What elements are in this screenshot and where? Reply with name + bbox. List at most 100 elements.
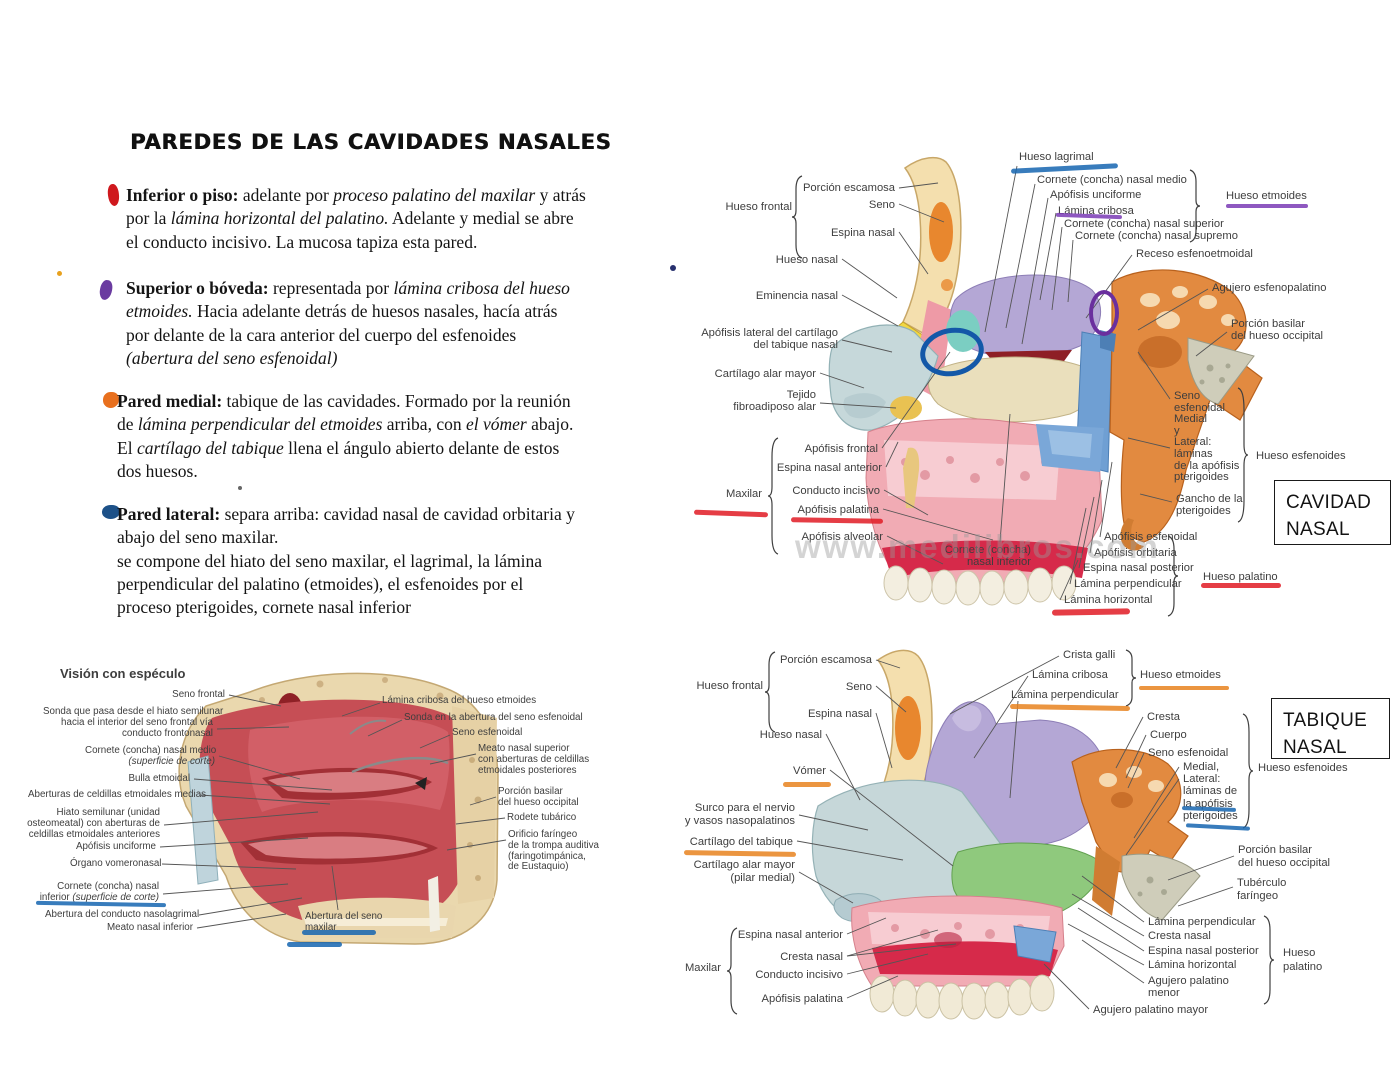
marker-underline (302, 930, 376, 935)
cavidad-nasal-label: Receso esfenoetmoidal (1136, 248, 1253, 260)
tabique-nasal-label: Cresta nasal (780, 951, 843, 963)
vision-especulo-label: Sonda que pasa desde el hiato semilunar … (43, 706, 224, 739)
cavidad-nasal-box: CAVIDAD NASAL (1274, 480, 1391, 545)
cavidad-nasal-label: Conducto incisivo (792, 485, 880, 497)
marker-underline (683, 850, 797, 857)
cavidad-nasal-label: Cornete (concha) nasal superior (1064, 218, 1224, 230)
vision-especulo-label: Apófisis unciforme (75, 841, 156, 852)
vision-especulo-label: Seno frontal (172, 689, 225, 700)
cavidad-nasal-label: Cornete (concha) nasal inferior (944, 544, 1031, 569)
tabique-nasal-label: Porción basilar del hueso occipital (1238, 844, 1331, 869)
cavidad-nasal-label: Apófisis palatina (797, 504, 879, 516)
tabique-nasal-label: Cartílago alar mayor (pilar medial) (693, 859, 795, 884)
cavidad-nasal-label: Espina nasal anterior (776, 462, 882, 474)
vision-especulo-label: Porción basilar del hueso occipital (498, 786, 579, 808)
stray-dot (238, 486, 242, 490)
vision-especulo-label: Meato nasal superior con aberturas de ce… (478, 743, 590, 776)
note-bullet: Pared lateral: separa arriba: cavidad na… (117, 504, 575, 618)
tabique-nasal-label: Lámina cribosa (1032, 669, 1108, 681)
tabique-nasal-label: Apófisis palatina (761, 993, 843, 1005)
marker-underline (35, 900, 167, 908)
cavidad-nasal-label: Gancho de la pterigoides (1176, 493, 1243, 518)
marker-underline (783, 782, 831, 787)
cavidad-nasal-label: Apófisis alveolar (801, 531, 883, 543)
watermark: www.medilibros.com (795, 528, 1160, 565)
vision-especulo-label: Lámina cribosa del hueso etmoides (382, 695, 537, 706)
cavidad-nasal-label: Cornete (concha) nasal medio (1037, 174, 1187, 186)
tabique-nasal-box: TABIQUE NASAL (1271, 698, 1390, 759)
label-braces (726, 169, 1275, 1015)
vision-especulo-label: Hiato semilunar (unidad osteomeatal) con… (27, 807, 160, 840)
vision-especulo-label: Orificio faríngeo de la trompa auditiva … (508, 829, 599, 873)
cavidad-nasal-label: Hueso esfenoides (1256, 450, 1346, 462)
tabique-nasal-label: Tubérculo faríngeo (1237, 877, 1287, 902)
cavidad-nasal-label: Hueso frontal (725, 201, 792, 213)
tabique-nasal-label: Seno (845, 681, 872, 693)
marker-underline (790, 517, 884, 524)
marker-circle (1089, 290, 1119, 336)
marker-underline (693, 509, 769, 518)
cavidad-nasal-label: Seno esfenoidal Medial y Lateral: lámina… (1174, 390, 1240, 484)
marker-underline (1226, 204, 1308, 208)
page-title: PAREDES DE LAS CAVIDADES NASALES (130, 130, 612, 154)
cavidad-nasal-label: Espina nasal posterior (1083, 562, 1194, 574)
tabique-nasal-label: Cresta nasal (1148, 930, 1211, 942)
cavidad-nasal-label: Apófisis unciforme (1050, 189, 1142, 201)
tabique-nasal-label: Maxilar (684, 962, 721, 974)
cavidad-nasal-label: Tejido fibroadiposo alar (733, 389, 816, 414)
cavidad-nasal-label: Lámina perpendicular (1074, 578, 1182, 590)
vision-especulo-label: Aberturas de celdillas etmoidales medias (28, 789, 207, 800)
cavidad-nasal-label: Espina nasal (830, 227, 895, 239)
stray-dot (57, 271, 62, 276)
cavidad-nasal-label: Hueso palatino (1203, 571, 1278, 583)
cavidad-nasal-label: Apófisis frontal (804, 443, 878, 455)
cavidad-nasal-label: Agujero esfenopalatino (1212, 282, 1327, 294)
vision-especulo-label: Bulla etmoidal (128, 773, 190, 784)
tabique-nasal-label: Espina nasal anterior (737, 929, 843, 941)
note-bullet: Superior o bóveda: representada por lámi… (126, 278, 570, 368)
cavidad-nasal-label: Hueso lagrimal (1019, 151, 1094, 163)
tabique-nasal-label: Agujero palatino mayor (1093, 1004, 1209, 1016)
tabique-nasal-label: Cresta (1147, 711, 1180, 723)
cavidad-nasal-label: Cartílago alar mayor (714, 368, 816, 380)
stray-dot (670, 265, 676, 271)
vision-especulo-label: Cornete (concha) nasal medio(superficie … (85, 745, 217, 767)
cavidad-nasal-label: Hueso etmoides (1226, 190, 1307, 202)
vision-especulo-label: Sonda en la abertura del seno esfenoidal (404, 712, 583, 723)
tabique-nasal-label: Lámina perpendicular (1148, 916, 1256, 928)
cavidad-nasal-label: Lámina horizontal (1064, 594, 1153, 606)
tabique-nasal-label: Agujero palatino menor (1148, 975, 1229, 1000)
marker-underline (1010, 163, 1119, 174)
vision-especulo-label: Abertura del seno maxilar (305, 911, 383, 933)
cavidad-nasal-label: Porción escamosa (802, 182, 895, 194)
vision-especulo-label: Rodete tubárico (507, 812, 577, 823)
tabique-nasal-label: Conducto incisivo (755, 969, 843, 981)
tabique-nasal-label: Cuerpo (1150, 729, 1187, 741)
marker-underline (1009, 703, 1131, 712)
tabique-nasal-label: Hueso etmoides (1140, 669, 1221, 681)
tabique-nasal-label: Hueso nasal (759, 729, 822, 741)
marker-underline (1051, 608, 1131, 616)
bullet-marker (102, 505, 120, 519)
tabique-nasal-label: Espina nasal (807, 708, 872, 720)
tabique-nasal-label: Lámina perpendicular (1011, 689, 1119, 701)
cavidad-nasal-label: Eminencia nasal (755, 290, 838, 302)
vision-especulo-label: Meato nasal inferior (106, 922, 193, 933)
cavidad-nasal-label: Apófisis orbitaria (1094, 547, 1177, 559)
tabique-nasal-label: Lámina horizontal (1148, 959, 1237, 971)
vision-especulo-illustration (178, 672, 499, 945)
tabique-nasal-label: Medial, Lateral: láminas de la apófisis … (1183, 761, 1238, 822)
cavidad-nasal-label: Seno (868, 199, 895, 211)
cavidad-nasal-label: Cornete (concha) nasal supremo (1075, 230, 1238, 242)
tabique-nasal-label: Hueso palatino (1283, 947, 1323, 973)
vision-especulo-label: Órgano vomeronasal (70, 858, 162, 869)
tabique-nasal-label: Crista galli (1063, 649, 1116, 661)
vision-especulo-label: Abertura del conducto nasolagrimal (45, 909, 200, 920)
bullet-marker (103, 392, 119, 408)
cavidad-nasal-label: Apófisis esfenoidal (1104, 531, 1198, 543)
tabique-nasal-label: Espina nasal posterior (1148, 945, 1259, 957)
vision-especulo-label: Seno esfenoidal (452, 727, 523, 738)
